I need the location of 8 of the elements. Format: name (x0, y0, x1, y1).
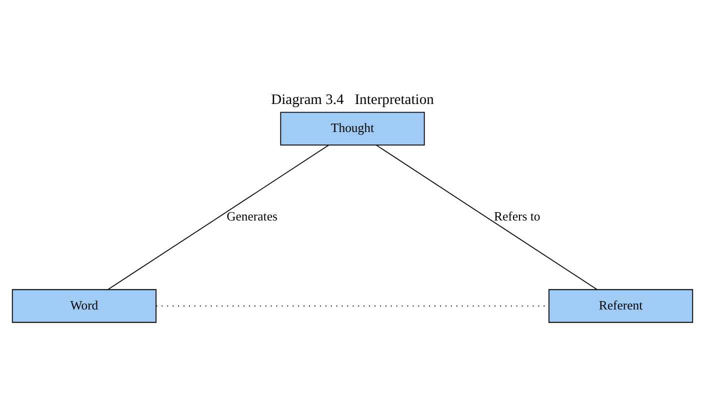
node-box: Thought (280, 111, 425, 145)
edge-label: Generates (226, 209, 278, 224)
connector (108, 144, 330, 290)
diagram-title: Diagram 3.4 Interpretation (271, 91, 434, 108)
connector (376, 144, 598, 290)
node-box: Referent (548, 288, 694, 322)
node-box: Word (12, 288, 157, 322)
edge-label: Refers to (494, 209, 540, 224)
